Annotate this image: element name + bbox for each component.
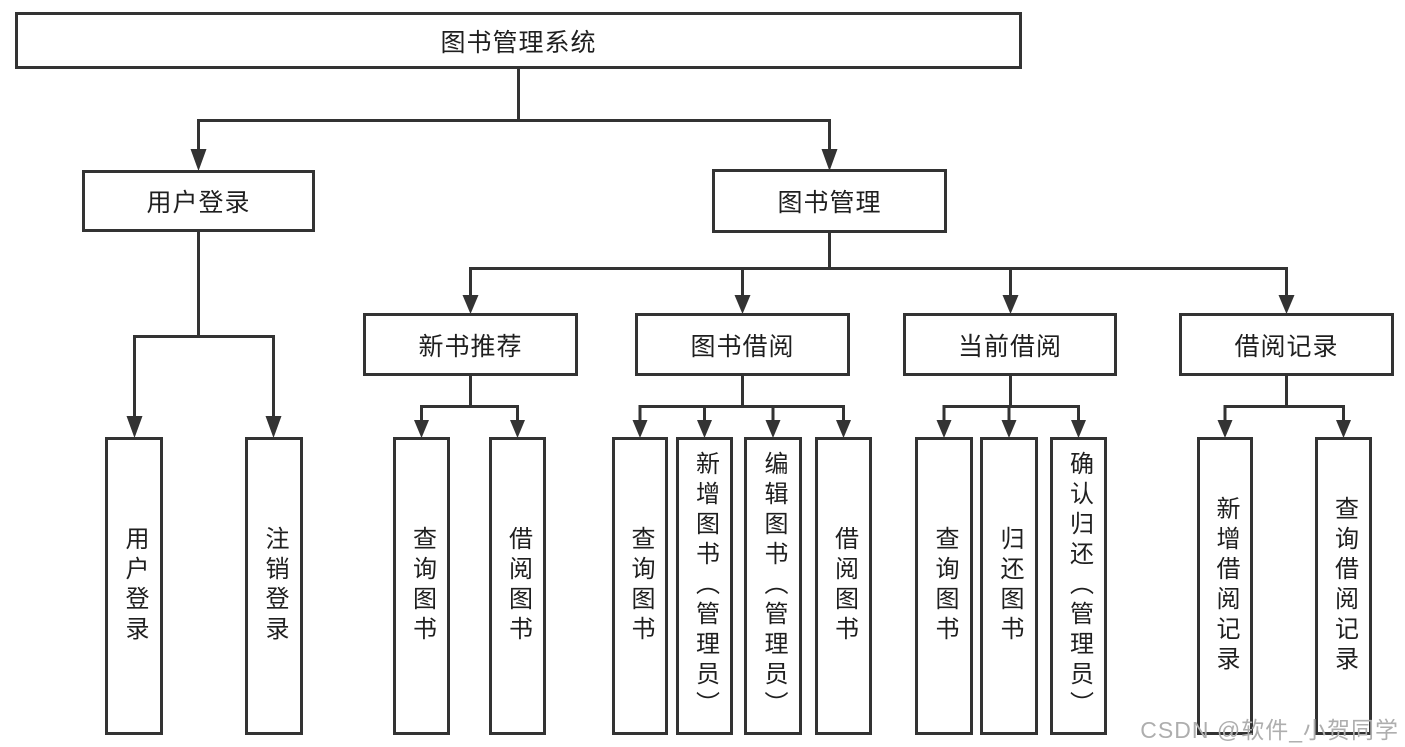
node-book-management: 图书管理 <box>712 169 947 233</box>
node-library-system: 图书管理系统 <box>15 12 1022 69</box>
node-book-borrowing: 图书借阅 <box>635 313 850 376</box>
leaf-user-login: 用户登录 <box>105 437 163 735</box>
leaf-borrow-books: 借阅图书 <box>815 437 872 735</box>
watermark: CSDN @软件_小贺同学 <box>1140 717 1399 743</box>
leaf-query-books-current: 查询图书 <box>915 437 973 735</box>
leaf-return-books: 归还图书 <box>980 437 1038 735</box>
leaf-query-books-recommend: 查询图书 <box>393 437 450 735</box>
leaf-confirm-return-admin: 确认归还（管理员） <box>1050 437 1107 735</box>
node-borrowing-records: 借阅记录 <box>1179 313 1394 376</box>
leaf-query-books-borrowing: 查询图书 <box>612 437 668 735</box>
leaf-add-book-admin: 新增图书（管理员） <box>676 437 733 735</box>
leaf-edit-book-admin: 编辑图书（管理员） <box>744 437 802 735</box>
leaf-query-borrow-record: 查询借阅记录 <box>1315 437 1372 735</box>
leaf-add-borrow-record: 新增借阅记录 <box>1197 437 1253 735</box>
node-user-login: 用户登录 <box>82 170 315 232</box>
leaf-logout: 注销登录 <box>245 437 303 735</box>
node-current-borrowing: 当前借阅 <box>903 313 1117 376</box>
node-new-book-recommend: 新书推荐 <box>363 313 578 376</box>
leaf-borrow-books-recommend: 借阅图书 <box>489 437 546 735</box>
